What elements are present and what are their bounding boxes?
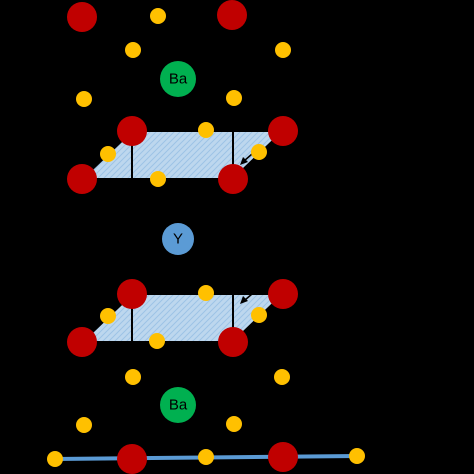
o-atom	[149, 333, 165, 349]
arrow-lower-head	[240, 296, 248, 304]
cu-atom	[117, 444, 147, 474]
o-atom	[275, 42, 291, 58]
arrow-lower	[244, 293, 253, 301]
o-atom	[47, 451, 63, 467]
y-atom-circle	[162, 223, 194, 255]
o-atom	[251, 144, 267, 160]
cu-atom	[67, 327, 97, 357]
o-atom	[150, 8, 166, 24]
o-atom	[274, 369, 290, 385]
o-atom	[349, 448, 365, 464]
cu-atom	[67, 164, 97, 194]
ba-atom-top: Ba	[160, 61, 196, 97]
o-atom	[125, 369, 141, 385]
o-atom	[150, 171, 166, 187]
y-atom-label: Y	[173, 231, 183, 248]
cu-atom	[218, 327, 248, 357]
o-atom	[100, 308, 116, 324]
cu-atom	[268, 279, 298, 309]
o-atom	[226, 90, 242, 106]
cu-atom	[217, 0, 247, 30]
o-atom	[198, 449, 214, 465]
ba-atom-bottom: Ba	[160, 387, 196, 423]
o-atom	[125, 42, 141, 58]
cu-atom	[117, 116, 147, 146]
o-atom	[76, 91, 92, 107]
o-atoms	[47, 8, 365, 467]
o-atom	[198, 285, 214, 301]
o-atom	[251, 307, 267, 323]
o-atom	[198, 122, 214, 138]
ba-atom-bottom-label: Ba	[169, 397, 188, 414]
y-atom: Y	[162, 223, 194, 255]
cu-atom	[268, 116, 298, 146]
cu-atom	[67, 2, 97, 32]
ba-atom-top-label: Ba	[169, 71, 188, 88]
cu-atom	[218, 164, 248, 194]
o-atom	[76, 417, 92, 433]
o-atom	[226, 416, 242, 432]
cu-atoms	[67, 0, 298, 474]
ba-atom-top-circle	[160, 61, 196, 97]
o-atom	[100, 146, 116, 162]
cu-atom	[117, 279, 147, 309]
cu-atom	[268, 442, 298, 472]
ba-atom-bottom-circle	[160, 387, 196, 423]
arrow-upper-head	[240, 157, 248, 165]
